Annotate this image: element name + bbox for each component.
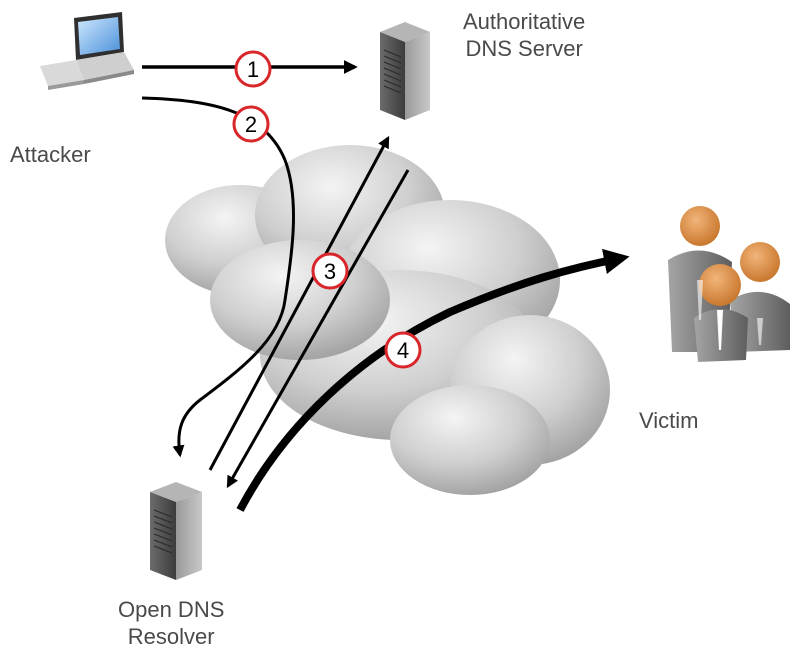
victim-label: Victim	[639, 407, 699, 434]
auth-server-label: Authoritative DNS Server	[463, 8, 585, 62]
laptop-icon	[40, 12, 134, 90]
people-group-icon	[668, 206, 790, 362]
attacker-label: Attacker	[10, 141, 91, 168]
step-4-marker: 4	[384, 331, 422, 369]
victim-label-text: Victim	[639, 408, 699, 433]
step-4-label: 4	[397, 338, 409, 363]
cloud-icon	[165, 145, 610, 495]
server-icon	[380, 22, 430, 120]
auth-server-label-line1: Authoritative	[463, 9, 586, 34]
resolver-label: Open DNS Resolver	[118, 596, 224, 650]
step-3-query-arrow	[208, 135, 390, 471]
resolver-label-line2: Resolver	[127, 624, 215, 649]
step-2-marker: 2	[232, 105, 270, 143]
step-3-response-arrow	[226, 169, 410, 489]
step-3-label: 3	[324, 259, 336, 284]
step-1-label: 1	[247, 57, 259, 82]
step-4-arrow	[236, 248, 630, 512]
step-2-label: 2	[245, 112, 257, 137]
step-3-marker: 3	[311, 252, 349, 290]
server-icon	[150, 482, 202, 580]
resolver-label-line1: Open DNS	[118, 597, 225, 622]
auth-server-label-line2: DNS Server	[465, 36, 583, 61]
attacker-label-text: Attacker	[10, 142, 91, 167]
step-1-marker: 1	[234, 50, 272, 88]
